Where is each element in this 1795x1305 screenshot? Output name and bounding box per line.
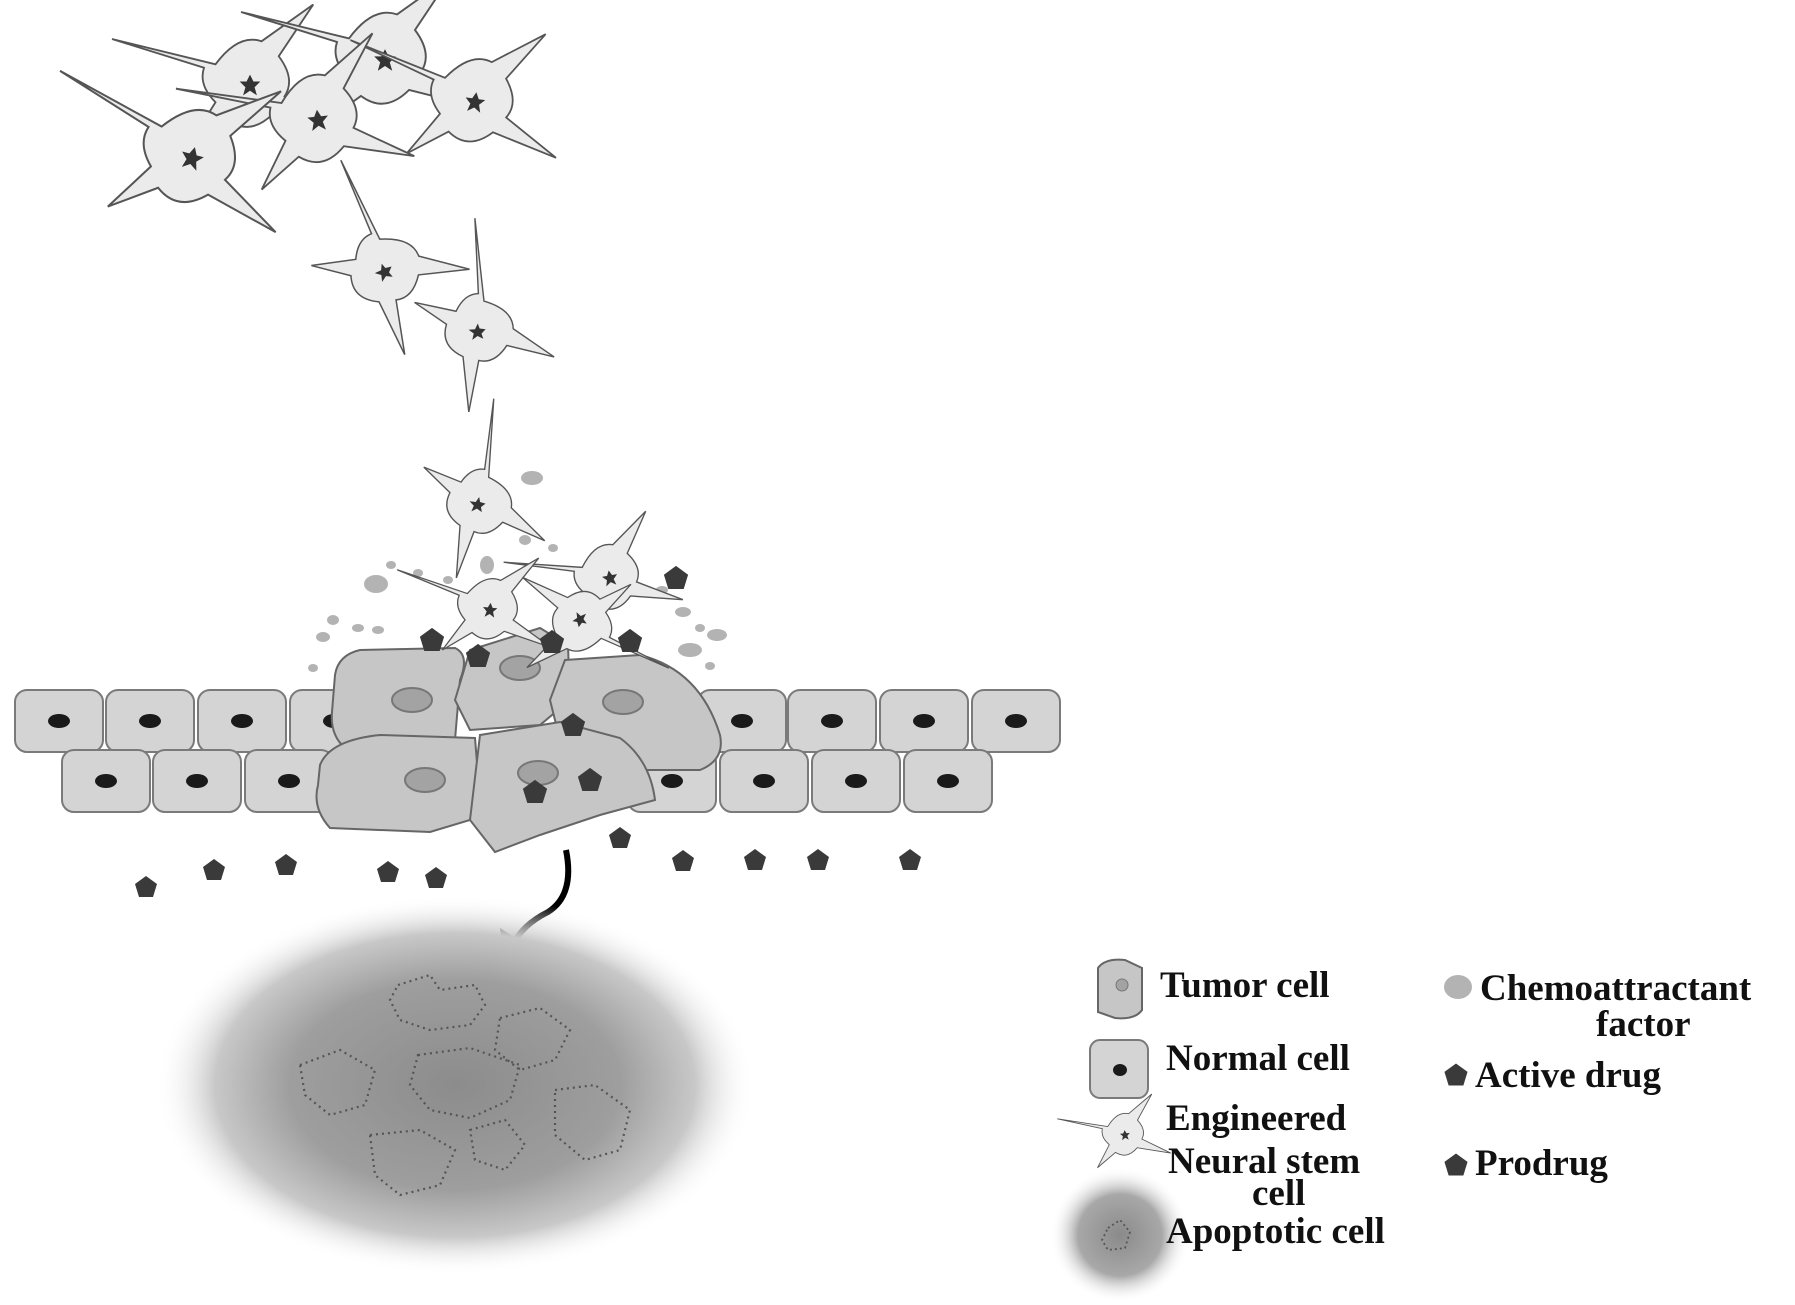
legend-icons <box>1050 958 1472 1303</box>
legend-label-active-drug: Active drug <box>1475 1055 1661 1096</box>
active-drug-icon <box>1444 1063 1468 1086</box>
chemoattractant-dots <box>308 471 727 672</box>
legend-label-tumor-cell: Tumor cell <box>1160 965 1330 1006</box>
apoptotic-cell-icon <box>1050 1167 1190 1303</box>
legend-label-apoptotic-cell: Apoptotic cell <box>1166 1211 1385 1252</box>
neural-stem-cell <box>413 393 550 581</box>
legend-label-chemoattractant: Chemoattractant <box>1480 968 1752 1009</box>
neural-stem-cell <box>393 208 563 418</box>
apoptotic-region <box>155 895 755 1275</box>
legend-label-prodrug: Prodrug <box>1475 1143 1608 1184</box>
legend-label-neural-stem: Neural stem <box>1168 1141 1361 1182</box>
normal-cell-icon <box>1089 1039 1149 1099</box>
tumor-mass <box>315 626 722 854</box>
legend-label-engineered: Engineered <box>1166 1098 1347 1139</box>
legend-label-normal-cell: Normal cell <box>1166 1038 1350 1079</box>
legend-label-cell: cell <box>1252 1173 1306 1214</box>
tumor-cell <box>468 720 657 854</box>
stem-cell-cluster <box>28 0 574 252</box>
migrating-stem-cells <box>270 141 563 581</box>
neural-stem-cell-icon <box>1055 1092 1172 1172</box>
legend-label-factor: factor <box>1596 1004 1691 1045</box>
chemoattractant-icon <box>1444 975 1472 999</box>
normal-cells-upper-row <box>14 689 1061 753</box>
tumor-cell <box>315 733 480 834</box>
prodrug-icon <box>1444 1153 1468 1176</box>
tumor-cell-icon <box>1097 958 1143 1020</box>
